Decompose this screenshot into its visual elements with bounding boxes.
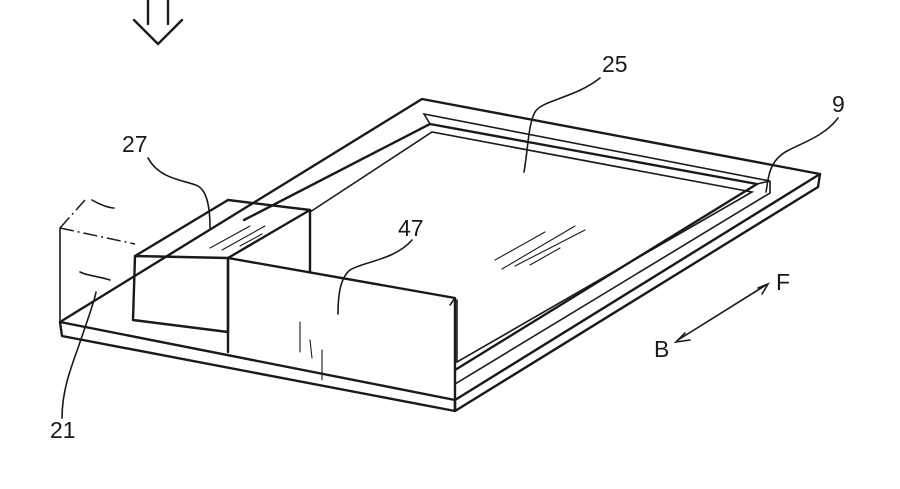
label-9: 9 (832, 91, 845, 117)
leader-21 (61, 291, 97, 419)
tray-9 (58, 97, 822, 413)
plate-25 (309, 131, 755, 364)
leader-47 (337, 239, 413, 315)
leader-9 (765, 117, 839, 193)
label-21: 21 (50, 417, 76, 443)
leader-21-top (91, 199, 115, 209)
block-27 (131, 198, 312, 334)
phantom-frame-21 (59, 199, 136, 323)
side-wall-47 (226, 256, 457, 412)
down-arrow-icon (132, 0, 184, 46)
label-f: F (776, 269, 790, 295)
leader-27 (147, 157, 211, 229)
label-b: B (654, 336, 669, 362)
label-27: 27 (122, 131, 148, 157)
leader-25 (523, 77, 601, 173)
label-25: 25 (602, 51, 628, 77)
leader-21-tick (79, 271, 111, 281)
label-47: 47 (398, 215, 424, 241)
direction-arrow-icon (673, 282, 770, 344)
leader-lines (61, 77, 839, 419)
